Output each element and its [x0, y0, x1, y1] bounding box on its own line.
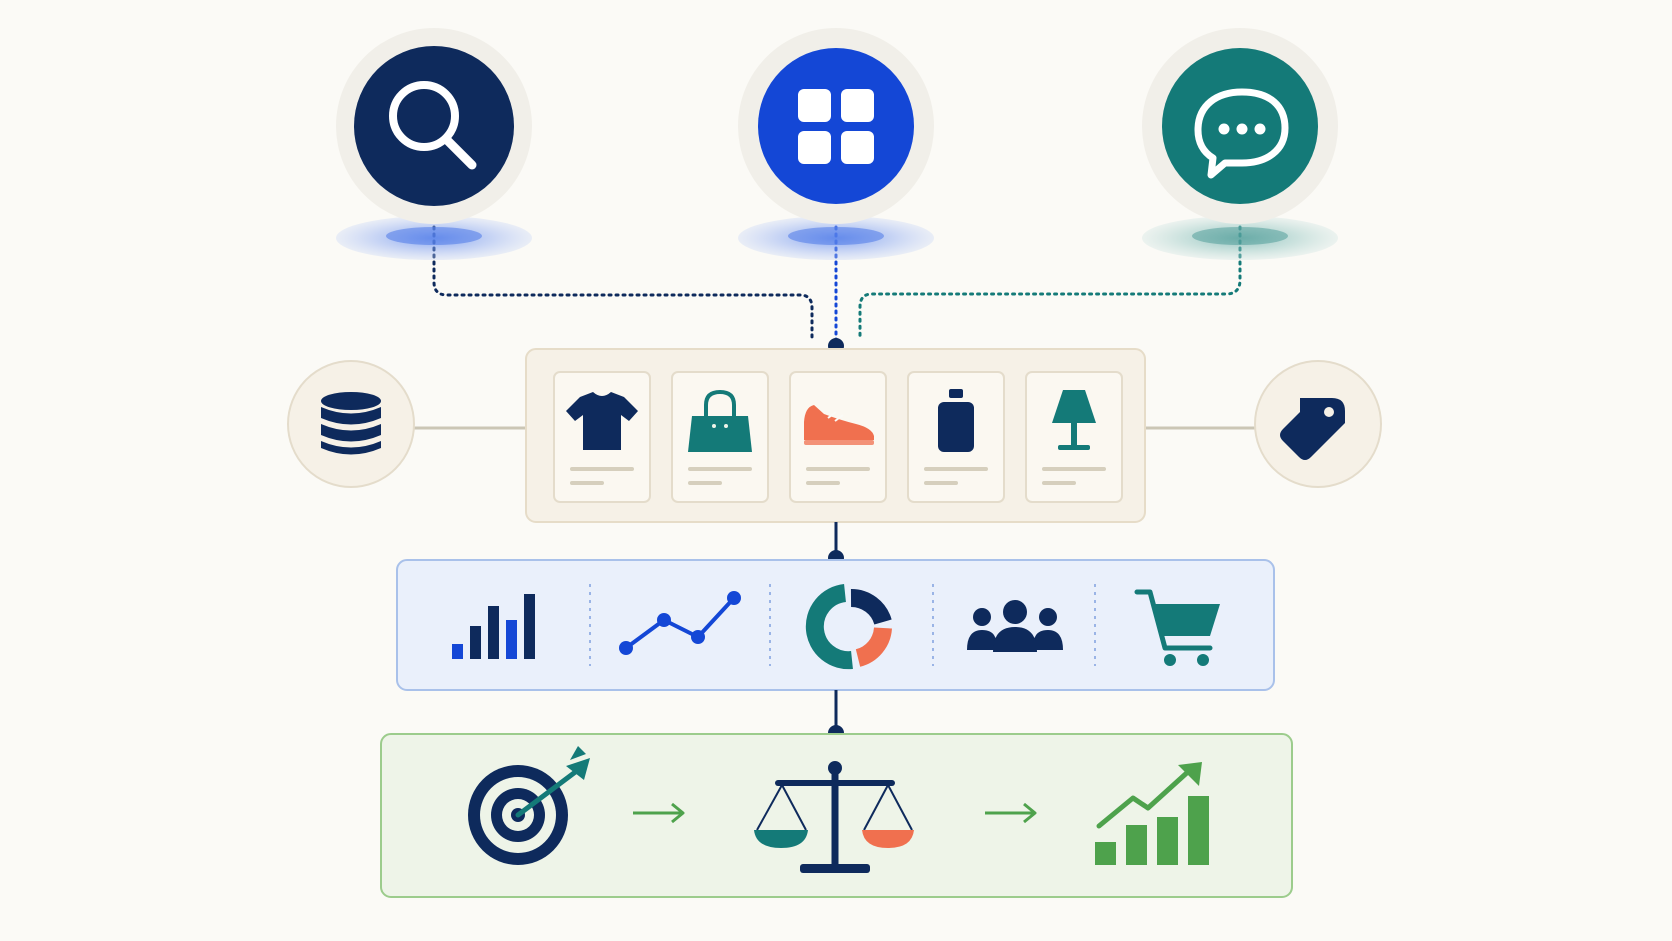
- connector-chat-to-catalog: [858, 204, 1242, 342]
- target-arrow-icon[interactable]: [468, 746, 590, 865]
- product-cards: [553, 371, 1123, 503]
- product-card[interactable]: [907, 371, 1005, 503]
- placeholder-line: [688, 481, 722, 485]
- top-node-chat[interactable]: [1142, 28, 1338, 224]
- analytics-panel: [396, 559, 1275, 691]
- product-card[interactable]: [1025, 371, 1123, 503]
- side-node-price-tag[interactable]: [1254, 360, 1382, 488]
- search-icon: [389, 81, 477, 170]
- shopping-cart-icon[interactable]: [1134, 589, 1220, 666]
- sneaker-icon: [804, 405, 874, 445]
- top-node-search[interactable]: [336, 28, 532, 224]
- placeholder-line: [570, 481, 604, 485]
- growth-chart-icon[interactable]: [1095, 762, 1209, 865]
- outcome-panel: [380, 733, 1293, 898]
- placeholder-line: [1042, 481, 1076, 485]
- users-icon[interactable]: [967, 600, 1063, 652]
- placeholder-line: [570, 467, 634, 471]
- chat-bubble-icon: [1194, 88, 1289, 179]
- product-card[interactable]: [789, 371, 887, 503]
- database-icon: [321, 392, 381, 455]
- handbag-icon: [688, 389, 752, 452]
- side-node-database[interactable]: [287, 360, 415, 488]
- tshirt-icon: [566, 392, 638, 450]
- donut-chart-icon[interactable]: [805, 584, 892, 670]
- price-tag-icon: [1280, 398, 1345, 460]
- product-card[interactable]: [553, 371, 651, 503]
- balance-scale-icon[interactable]: [754, 761, 914, 873]
- analytics-dividers: [589, 584, 1096, 666]
- arrow-right-icon: [633, 802, 685, 824]
- bottle-icon: [938, 389, 974, 452]
- lamp-icon: [1052, 390, 1096, 450]
- grid-icon: [798, 89, 874, 164]
- top-node-grid[interactable]: [738, 28, 934, 224]
- placeholder-line: [924, 481, 958, 485]
- placeholder-line: [1042, 467, 1106, 471]
- connector-search-to-catalog: [432, 204, 814, 342]
- product-card[interactable]: [671, 371, 769, 503]
- arrow-right-icon: [985, 802, 1037, 824]
- placeholder-line: [806, 467, 870, 471]
- catalog-panel: [525, 348, 1146, 523]
- placeholder-line: [806, 481, 840, 485]
- placeholder-line: [924, 467, 988, 471]
- top-node-glows: [336, 216, 1338, 260]
- line-chart-icon[interactable]: [619, 591, 741, 655]
- placeholder-line: [688, 467, 752, 471]
- bar-chart-icon[interactable]: [452, 594, 535, 659]
